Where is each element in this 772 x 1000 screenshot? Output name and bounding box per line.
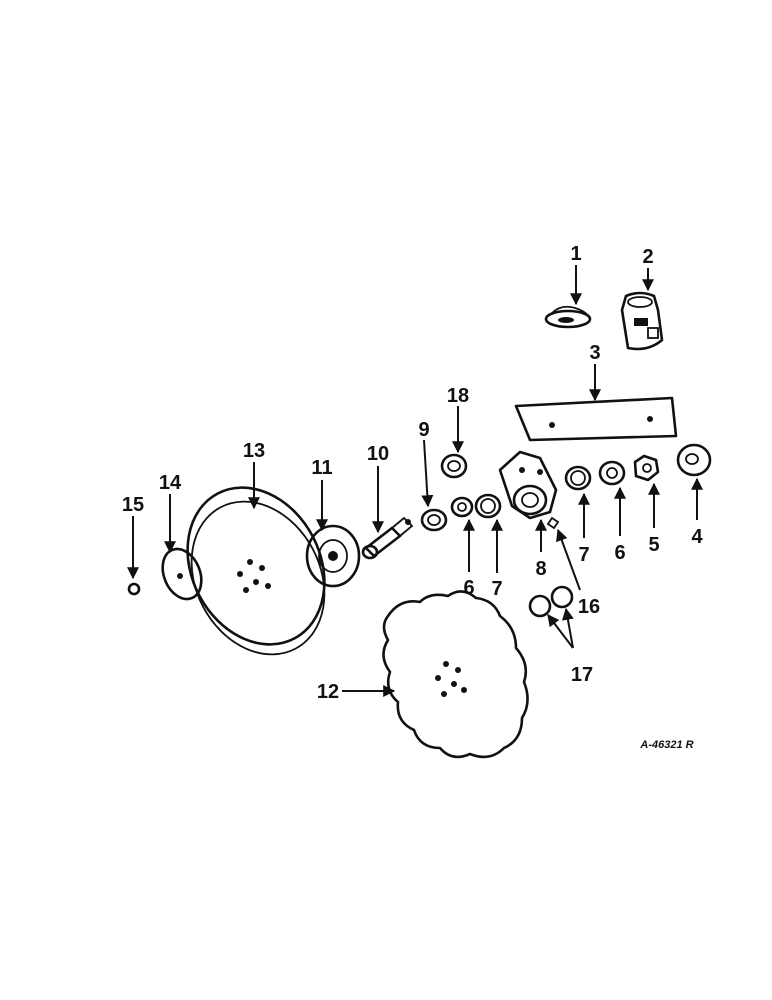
disc-bolt-holes: [237, 559, 271, 593]
clip-part: [544, 305, 592, 329]
small-nut-part: [127, 582, 141, 596]
callout-2: 2: [642, 246, 653, 268]
spindle-part: [361, 516, 414, 560]
callout-1: 1: [570, 243, 581, 265]
leader-lines: [127, 265, 703, 697]
callout-17: 17: [571, 664, 593, 686]
callout-6a: 6: [463, 577, 474, 599]
leader-16: [556, 528, 581, 591]
callout-4: 4: [691, 526, 703, 548]
callout-11: 11: [311, 457, 332, 479]
bearing-cone-right-part: [598, 460, 626, 486]
scraper-bar-part: [514, 396, 678, 442]
notched-disc-part: [382, 590, 529, 759]
callout-10: 10: [367, 443, 389, 465]
callout-labels: 1 2 3 4 5 6 6 7 7 8 9 10 11 12 13 14 15 …: [122, 243, 704, 703]
seal-part: [420, 508, 448, 532]
leader-9: [421, 439, 434, 508]
callout-14: 14: [159, 472, 182, 494]
callout-16: 16: [578, 596, 600, 618]
bearing-cone-left-part: [450, 496, 474, 518]
callout-8: 8: [535, 558, 546, 580]
callout-7a: 7: [491, 578, 502, 600]
leader-17a: [547, 614, 574, 649]
callout-15: 15: [122, 494, 144, 516]
hub-housing-part: [498, 450, 558, 520]
spacer-part: [440, 453, 468, 479]
callout-18: 18: [447, 385, 469, 407]
callout-13: 13: [243, 440, 265, 462]
callout-3: 3: [589, 342, 600, 364]
bearing-cup-left-part: [474, 493, 502, 519]
callout-9: 9: [418, 419, 429, 441]
bearing-block-part: [620, 291, 664, 351]
shims-part: [528, 585, 574, 618]
callout-6b: 6: [614, 542, 625, 564]
nut-part: [633, 454, 660, 482]
hub-flange-part: [305, 524, 361, 588]
figure-reference-code: A-46321 R: [639, 739, 693, 751]
callout-5: 5: [648, 534, 659, 556]
bearing-cup-right-part: [564, 465, 592, 491]
callout-12: 12: [317, 681, 339, 703]
notched-disc-bolt-holes: [435, 661, 467, 697]
dust-cap-part: [676, 443, 712, 477]
plain-disc-part: [186, 486, 326, 656]
leader-17b: [562, 607, 574, 649]
callout-7b: 7: [578, 544, 589, 566]
grease-fitting-part: [546, 516, 560, 530]
